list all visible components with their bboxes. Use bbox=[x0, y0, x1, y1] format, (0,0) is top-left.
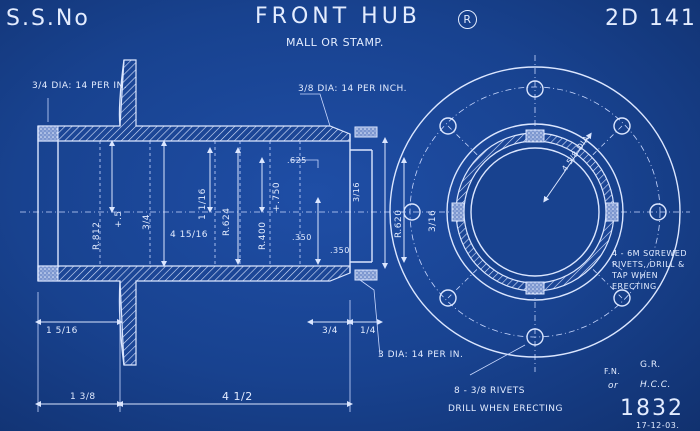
note-thread-left: 3/4 DIA: 14 PER IN. bbox=[32, 81, 128, 91]
dim-1-1-16: 1 1/16 bbox=[198, 188, 208, 220]
note-thread-top: 3/8 DIA: 14 PER INCH. bbox=[298, 84, 408, 94]
dim-r624: R.624 bbox=[222, 207, 232, 236]
top-wall-section bbox=[37, 59, 351, 142]
dim-3-4-bottom: 3/4 bbox=[322, 326, 338, 336]
drawing-title: FRONT HUB bbox=[255, 4, 421, 29]
dim-r750: +.750 bbox=[272, 181, 282, 212]
tb-number: 1832 bbox=[620, 396, 684, 421]
flange-curve-top bbox=[118, 59, 125, 127]
dim-1-3-8: 1 3/8 bbox=[70, 392, 96, 402]
dim-350-b: .350 bbox=[330, 246, 350, 255]
thread-left-bottom bbox=[37, 265, 59, 282]
dim-flange-thk: 3/16 bbox=[428, 209, 438, 232]
dim-3-16: 3/16 bbox=[352, 182, 361, 202]
dim-350-a: .350 bbox=[292, 233, 312, 242]
drawing-subtitle: MALL OR STAMP. bbox=[286, 36, 384, 49]
tb-fn-label: F.N. bbox=[604, 367, 621, 376]
note-thread-bottom: 3 DIA: 14 PER IN. bbox=[378, 350, 464, 360]
dim-625: .625 bbox=[287, 156, 307, 165]
dim-1-5-16: 1 5/16 bbox=[46, 326, 78, 336]
thread-right-top bbox=[354, 126, 378, 138]
note-screws: 4 - 6M SCREWED RIVETS, DRILL & TAP WHEN … bbox=[612, 249, 687, 291]
dim-r5: +.5 bbox=[114, 210, 124, 228]
end-view bbox=[389, 55, 690, 376]
dim-4-15-16: 4 15/16 bbox=[170, 230, 209, 240]
dim-r400: R.400 bbox=[258, 221, 268, 250]
drawing-code: 2D 141 bbox=[605, 6, 697, 31]
dim-3-4: 3/4 bbox=[142, 214, 152, 230]
note-rivets-drill: DRILL WHEN ERECTING bbox=[448, 404, 563, 414]
registered-mark: R bbox=[458, 10, 477, 29]
bottom-wall-section bbox=[37, 265, 351, 366]
thread-right-bottom bbox=[354, 269, 378, 281]
ssno-label: S.S.No bbox=[6, 6, 90, 31]
dim-4-1-2: 4 1/2 bbox=[222, 390, 253, 403]
tb-fn-initials: G.R. bbox=[640, 360, 661, 370]
tb-or: or bbox=[608, 381, 619, 391]
thread-left-top bbox=[37, 125, 59, 142]
tb-date: 17-12-03. bbox=[636, 421, 680, 430]
dim-1-4: 1/4 bbox=[360, 326, 376, 336]
dim-r620: R.620 bbox=[394, 209, 404, 238]
note-rivets: 8 - 3/8 RIVETS bbox=[454, 386, 526, 396]
dim-r812: R.812 bbox=[92, 221, 102, 250]
tb-checked: H.C.C. bbox=[640, 380, 671, 390]
flange-outer-circle bbox=[389, 66, 681, 358]
